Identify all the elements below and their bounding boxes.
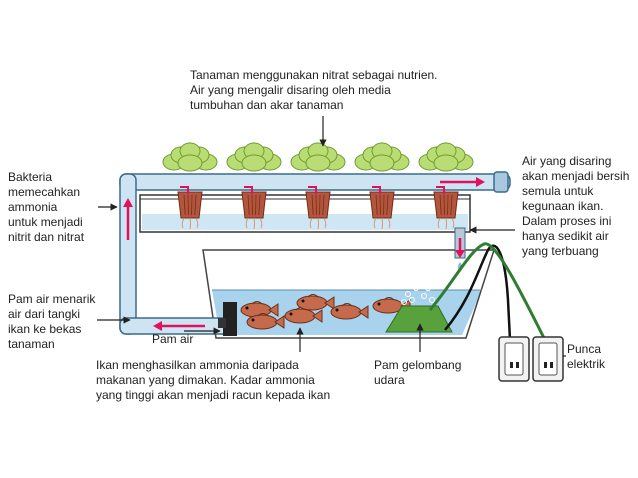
fish-icon [284,307,323,324]
fish-group [240,294,411,330]
fish-icon [246,313,285,330]
lettuce-icon [418,142,474,172]
bacteria-label: Bakteria memecahkan ammonia untuk menjad… [8,170,85,244]
inflow-arrow [180,186,189,194]
power-socket-icon [498,336,564,382]
lettuce-icon [226,142,282,172]
lettuce-icon [290,142,346,172]
plants-group [162,142,474,230]
callout-arrows [97,116,566,357]
air-pump-label: Pam gelombang udara [374,358,462,387]
flow-arrow-left [153,321,205,331]
plants-label: Tanaman menggunakan nitrat sebagai nutri… [190,68,438,112]
plant-pot-icon [305,186,331,230]
plant-pot-icon [241,186,267,230]
power-label: Punca elektrik [567,342,606,371]
flow-arrow-down [455,238,465,258]
fish-icon [330,303,369,320]
roots [437,217,455,230]
roots [373,217,391,230]
fish-ammonia-label: Ikan menghasilkan ammonia daripada makan… [96,358,331,402]
filtered-water-label: Air yang disaring akan menjadi bersih se… [522,154,630,258]
water-pipe [119,171,511,335]
air-pump-icon [385,277,453,333]
power-cords [428,242,547,341]
water-pump-icon [218,302,237,336]
pump-power-cord [444,244,512,341]
lettuce-icon [162,142,218,172]
pump-action-label: Pam air menarik air dari tangki ikan ke … [8,292,96,351]
air-tube [428,242,547,341]
air-bubbles [401,277,435,305]
flow-arrows [123,177,485,331]
plant-pot-icon [433,186,459,230]
plant-pot-icon [177,186,203,230]
tank-outline [202,249,496,339]
fish-icon [296,294,335,311]
inflow-arrow [436,186,445,194]
roots [245,217,263,230]
flow-arrow-up [123,198,133,240]
lettuce-icon [354,142,410,172]
inflow-arrow [244,186,253,194]
inflow-arrow [308,186,317,194]
pump-label: Pam air [152,332,194,346]
roots [309,217,327,230]
inflow-arrow [372,186,381,194]
plant-pot-icon [369,186,395,230]
roots [181,217,199,230]
pipe-end-cap [493,171,509,193]
flow-arrow-right [440,177,485,187]
